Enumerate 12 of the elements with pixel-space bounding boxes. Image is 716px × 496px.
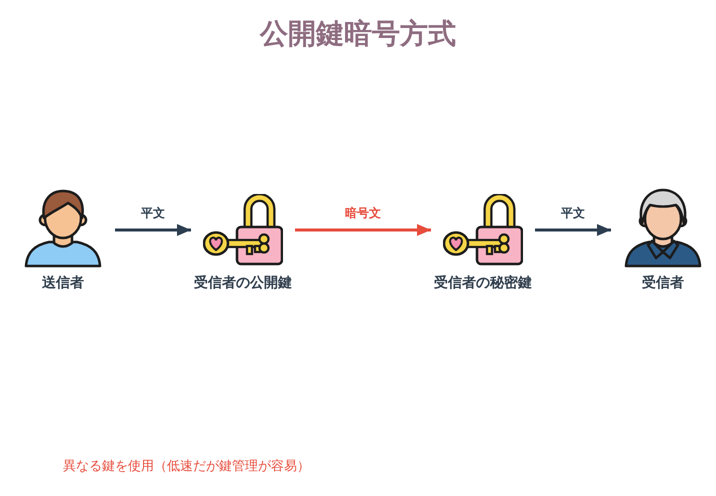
edge-label: 暗号文 [343,206,383,221]
arrow [115,224,191,236]
title: 公開鍵暗号方式 [260,17,456,50]
node-label: 送信者 [42,275,84,292]
edge-label: 平文 [559,206,587,221]
edge-label: 平文 [139,206,167,221]
node-label: 受信者の公開鍵 [194,275,292,292]
note: 異なる鍵を使用（低速だが鍵管理が容易） [63,459,310,475]
node-label: 受信者の秘密鍵 [434,275,532,292]
arrow [535,224,611,236]
node-label: 受信者 [642,275,684,292]
arrow [295,224,431,236]
